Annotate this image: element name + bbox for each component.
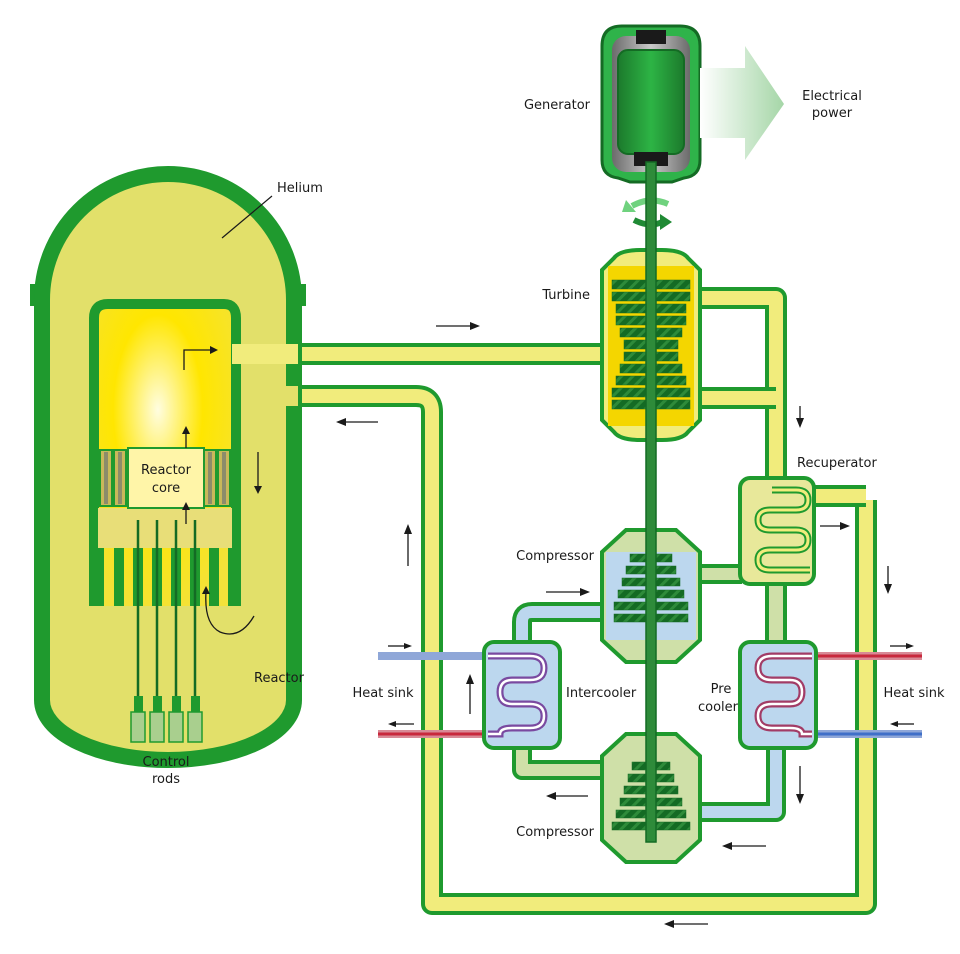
main-shaft <box>645 161 657 843</box>
labels: Generator Electrical power Helium Turbin… <box>141 89 945 840</box>
electrical-power-arrow <box>700 46 784 160</box>
label-turbine: Turbine <box>541 288 590 303</box>
intercooler <box>482 640 562 750</box>
label-compressor-upper: Compressor <box>516 549 595 564</box>
reactor-vessel <box>30 166 306 768</box>
label-recuperator: Recuperator <box>797 456 877 471</box>
control-rod <box>168 696 184 743</box>
control-rod <box>149 696 165 743</box>
reactor-flow-arrows <box>182 346 262 635</box>
label-heat-sink-right: Heat sink <box>883 686 945 701</box>
label-helium: Helium <box>277 181 323 196</box>
label-electrical-power-2: power <box>812 106 853 121</box>
reflector-blocks <box>99 449 231 507</box>
pipes <box>236 287 922 915</box>
control-rod <box>187 696 203 743</box>
label-precooler-1: Pre <box>711 682 732 697</box>
label-intercooler: Intercooler <box>566 686 637 701</box>
precooler <box>738 640 818 750</box>
label-compressor-lower: Compressor <box>516 825 595 840</box>
label-reactor-core-2: core <box>152 481 180 496</box>
label-reactor-core-1: Reactor <box>141 463 192 478</box>
precooler-compressor-pipe <box>698 740 786 822</box>
heat-sink-pipes <box>378 652 922 738</box>
label-control-rods-1: Control <box>143 755 190 770</box>
label-reactor: Reactor <box>254 671 305 686</box>
control-rod-lines <box>136 520 197 700</box>
generator <box>600 24 702 184</box>
control-rods <box>130 696 203 743</box>
reactor-core <box>127 447 205 509</box>
control-rod <box>130 696 146 743</box>
label-precooler-2: cooler <box>698 700 739 715</box>
flow-arrows <box>336 322 914 928</box>
recuperator <box>738 476 816 586</box>
helium-leader-line <box>221 195 273 239</box>
label-generator: Generator <box>524 98 591 113</box>
label-electrical-power-1: Electrical <box>802 89 862 104</box>
label-control-rods-2: rods <box>152 772 180 787</box>
label-heat-sink-left: Heat sink <box>352 686 414 701</box>
